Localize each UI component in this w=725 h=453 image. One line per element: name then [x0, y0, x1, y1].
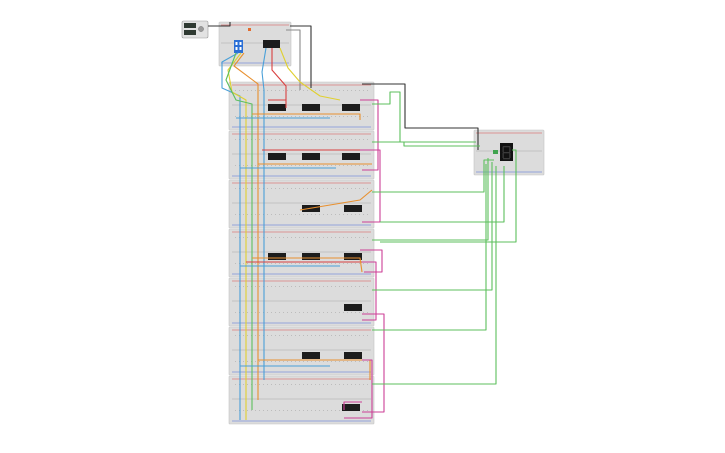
jumper-wire	[380, 166, 505, 223]
jumper-wire	[362, 313, 385, 413]
jumper-wire	[261, 47, 267, 380]
resistor-icon	[493, 150, 498, 154]
ic-chip	[344, 304, 362, 311]
jumper-wire	[252, 113, 361, 120]
ic-chip	[302, 352, 320, 359]
breadboard-main-stack	[228, 81, 375, 425]
power-supply-knob-icon[interactable]	[198, 26, 204, 32]
jumper-wire	[372, 159, 494, 193]
ic-chip	[302, 153, 320, 160]
ic-chip	[302, 253, 320, 260]
jumper-wire	[380, 149, 517, 243]
ic-chip	[268, 104, 286, 111]
ic-chip	[263, 40, 280, 48]
power-supply-display	[184, 23, 196, 28]
ic-chip	[344, 253, 362, 260]
breadboard-row	[228, 130, 375, 180]
ic-chip	[342, 404, 360, 411]
jumper-wire	[271, 48, 287, 100]
breadboard-row	[228, 81, 375, 131]
ic-chip	[342, 104, 360, 111]
jumper-wire	[286, 29, 301, 90]
jumper-wire	[372, 91, 476, 143]
jumper-wire	[360, 149, 381, 223]
breadboard-top-control	[218, 21, 292, 67]
wire-layer	[208, 22, 517, 420]
breadboard-row	[228, 326, 375, 376]
seven-segment-display-icon	[500, 143, 513, 161]
ic-chip	[268, 153, 286, 160]
ic-chip	[344, 205, 362, 212]
breadboard-row	[228, 277, 375, 327]
jumper-wire	[372, 164, 487, 331]
dip-switch-icon[interactable]	[234, 40, 243, 53]
jumper-wire	[343, 401, 362, 410]
ic-chip	[344, 352, 362, 359]
jumper-wire	[362, 261, 377, 321]
led-icon	[248, 28, 251, 31]
jumper-wire	[344, 359, 373, 419]
jumper-wire	[299, 189, 373, 211]
jumper-wire	[362, 83, 479, 150]
ic-chip	[342, 153, 360, 160]
power-supply-module[interactable]	[181, 20, 209, 39]
breadboard-row	[228, 228, 375, 278]
breadboard-row	[228, 179, 375, 229]
jumper-wire	[360, 99, 379, 171]
breadboard-row	[228, 375, 375, 425]
jumper-wire	[268, 99, 287, 108]
jumper-wire	[372, 141, 480, 147]
jumper-wire	[279, 47, 341, 101]
jumper-wire	[372, 158, 489, 241]
jumper-wire	[252, 257, 363, 273]
jumper-wire	[360, 249, 383, 273]
jumper-wire	[233, 52, 259, 400]
ic-chip	[302, 104, 320, 111]
jumper-wire	[208, 22, 231, 27]
jumper-wire	[290, 25, 312, 88]
jumper-wire	[372, 162, 493, 291]
jumper-wire	[372, 166, 497, 385]
jumper-wire	[221, 52, 241, 420]
jumper-wire	[225, 52, 253, 410]
ic-chip	[268, 253, 286, 260]
